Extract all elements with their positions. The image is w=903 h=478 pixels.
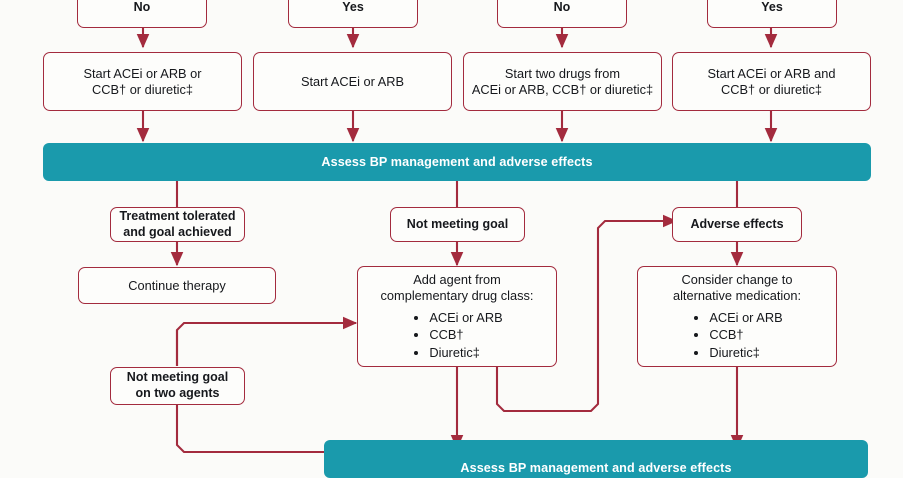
decision-label: No xyxy=(133,0,151,15)
two-agents-line-1: Not meeting goal xyxy=(126,370,229,385)
two-agents-line-2: on two agents xyxy=(135,386,220,400)
action-line-1: Start ACEi or ARB and xyxy=(707,65,836,81)
alternative-heading-line-1: Consider change to xyxy=(681,272,793,288)
action-node-start-two-drugs[interactable]: Start two drugs from ACEi or ARB, CCB† o… xyxy=(463,52,662,111)
list-item: ACEi or ARB xyxy=(709,309,782,326)
banner-label: Assess BP management and adverse effects xyxy=(460,461,732,475)
action-line-2: CCB† or diuretic‡ xyxy=(92,81,193,97)
outcome-label: Not meeting goal on two agents xyxy=(121,370,234,401)
outcome-node-adverse-effects[interactable]: Adverse effects xyxy=(672,207,802,242)
action-line-2: ACEi or ARB, CCB† or diuretic‡ xyxy=(471,81,654,97)
action-line-1: Start ACEi or ARB xyxy=(300,73,405,89)
assess-bp-banner-bottom: Assess BP management and adverse effects xyxy=(324,440,868,478)
alternative-bullet-list: ACEi or ARB CCB† Diuretic‡ xyxy=(691,309,782,361)
outcome-line-1: Treatment tolerated xyxy=(119,208,236,223)
action-node-add-agent[interactable]: Add agent from complementary drug class:… xyxy=(357,266,557,367)
action-node-start-acei-arb-ccb-diuretic[interactable]: Start ACEi or ARB or CCB† or diuretic‡ xyxy=(43,52,242,111)
outcome-node-not-meeting-goal[interactable]: Not meeting goal xyxy=(390,207,525,242)
action-label: Start ACEi or ARB and CCB† or diuretic‡ xyxy=(701,66,841,98)
action-line-2: CCB† or diuretic‡ xyxy=(721,81,822,97)
action-node-alternative-medication[interactable]: Consider change to alternative medicatio… xyxy=(637,266,837,367)
action-line-1: Start two drugs from xyxy=(504,65,621,81)
outcome-label: Not meeting goal xyxy=(401,217,514,233)
list-item: ACEi or ARB xyxy=(429,309,502,326)
action-label: Continue therapy xyxy=(128,277,226,293)
add-agent-heading: Add agent from complementary drug class: xyxy=(381,272,534,304)
decision-label: Yes xyxy=(761,0,783,15)
add-agent-bullet-list: ACEi or ARB CCB† Diuretic‡ xyxy=(411,309,502,361)
banner-label: Assess BP management and adverse effects xyxy=(321,155,593,169)
action-node-continue-therapy[interactable]: Continue therapy xyxy=(78,267,276,304)
outcome-line-1: Not meeting goal xyxy=(406,216,509,231)
action-label: Start ACEi or ARB or CCB† or diuretic‡ xyxy=(77,66,207,98)
outcome-node-treatment-tolerated[interactable]: Treatment tolerated and goal achieved xyxy=(110,207,245,242)
alternative-heading-line-2: alternative medication: xyxy=(672,288,802,304)
action-label: Start ACEi or ARB xyxy=(295,74,410,90)
decision-node-no-2[interactable]: No xyxy=(497,0,627,28)
flowchart-canvas: No Yes No Yes Start ACEi or ARB or CCB† … xyxy=(0,0,903,460)
decision-node-yes-2[interactable]: Yes xyxy=(707,0,837,28)
add-agent-heading-line-2: complementary drug class: xyxy=(380,288,534,304)
outcome-label: Treatment tolerated and goal achieved xyxy=(113,209,241,240)
action-line-1: Start ACEi or ARB or xyxy=(83,65,202,81)
action-node-start-acei-arb-and-ccb[interactable]: Start ACEi or ARB and CCB† or diuretic‡ xyxy=(672,52,871,111)
action-node-start-acei-arb[interactable]: Start ACEi or ARB xyxy=(253,52,452,111)
outcome-label: Adverse effects xyxy=(684,217,789,233)
list-item: CCB† xyxy=(709,326,782,343)
assess-bp-banner-top: Assess BP management and adverse effects xyxy=(43,143,871,181)
action-label: Start two drugs from ACEi or ARB, CCB† o… xyxy=(466,66,659,98)
add-agent-heading-line-1: Add agent from xyxy=(413,272,501,288)
list-item: CCB† xyxy=(429,326,502,343)
decision-node-yes-1[interactable]: Yes xyxy=(288,0,418,28)
outcome-line-2: and goal achieved xyxy=(123,224,232,239)
list-item: Diuretic‡ xyxy=(429,344,502,361)
outcome-node-not-meeting-goal-two-agents[interactable]: Not meeting goal on two agents xyxy=(110,367,245,405)
decision-label: Yes xyxy=(342,0,364,15)
list-item: Diuretic‡ xyxy=(709,344,782,361)
decision-node-no-1[interactable]: No xyxy=(77,0,207,28)
outcome-line-1: Adverse effects xyxy=(690,216,784,231)
decision-label: No xyxy=(553,0,571,15)
alternative-heading: Consider change to alternative medicatio… xyxy=(673,272,801,304)
